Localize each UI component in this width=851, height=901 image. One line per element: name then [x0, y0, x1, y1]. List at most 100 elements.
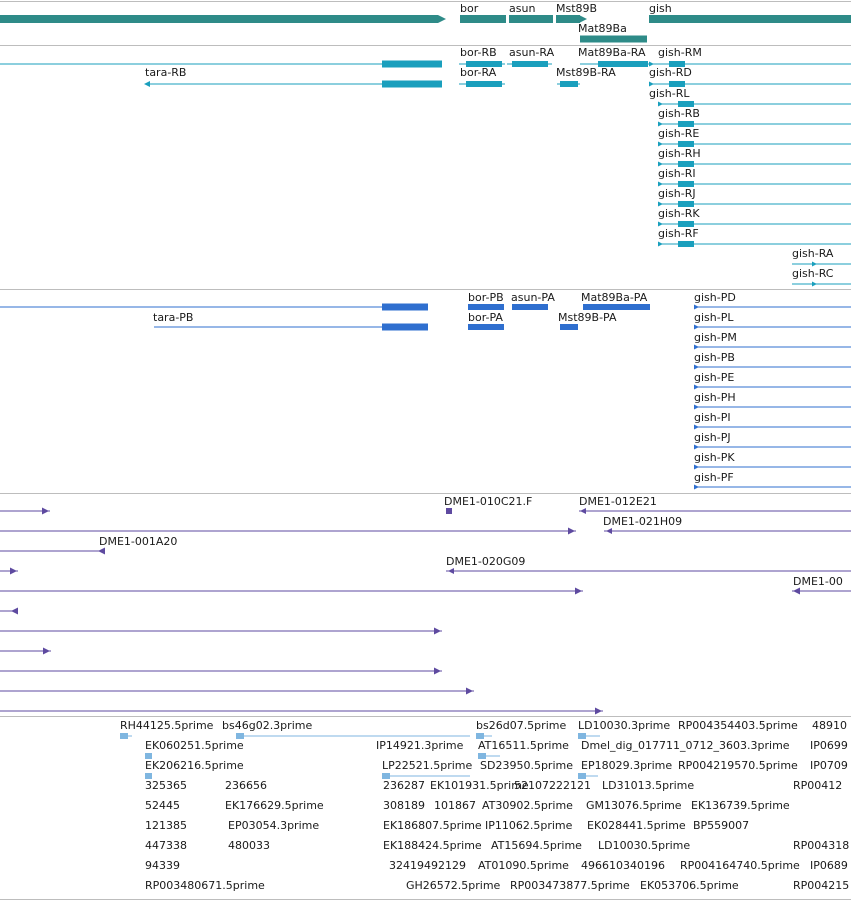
- label-tr-gish-rc[interactable]: gish-RC: [792, 267, 834, 280]
- gene-gish-bar[interactable]: [649, 15, 851, 23]
- label-tr-gish-rm[interactable]: gish-RM: [658, 46, 702, 59]
- tr-gish-rh-arrow[interactable]: [658, 161, 663, 167]
- tr-borra-exon[interactable]: [466, 81, 502, 87]
- label-pr-gish-pd[interactable]: gish-PD: [694, 291, 736, 304]
- label-est-ek053706[interactable]: EK053706.5prime: [640, 879, 739, 892]
- label-pr-gish-pe[interactable]: gish-PE: [694, 371, 735, 384]
- est-box-2[interactable]: [476, 733, 484, 739]
- tr-tara-exon1[interactable]: [382, 60, 442, 68]
- clone-arrow-0[interactable]: [42, 507, 49, 515]
- label-est-ep03054[interactable]: EP03054.3prime: [228, 819, 320, 832]
- est-box-3[interactable]: [578, 733, 586, 739]
- tr-gish-rk-exon[interactable]: [678, 221, 694, 227]
- label-est-rp003480671[interactable]: RP003480671.5prime: [145, 879, 265, 892]
- label-gene-gish[interactable]: gish: [649, 2, 672, 15]
- label-est-480033[interactable]: 480033: [228, 839, 270, 852]
- clone-arrow-7[interactable]: [43, 647, 50, 655]
- est-box-8[interactable]: [578, 773, 586, 779]
- label-est-bp559007[interactable]: BP559007: [693, 819, 750, 832]
- tr-gish-rd-arrow[interactable]: [649, 81, 654, 87]
- pr-gish-pb-arrow[interactable]: [694, 364, 699, 370]
- tr-gishra-arrow[interactable]: [812, 261, 817, 267]
- clone-arrow-4[interactable]: [575, 587, 582, 595]
- gene-mst89b-arrow[interactable]: [580, 15, 587, 23]
- tr-gish-rm-arrow[interactable]: [649, 61, 654, 67]
- clone-arrow-3[interactable]: [10, 567, 17, 575]
- tr-borrb-exon[interactable]: [466, 61, 502, 67]
- label-est-at15694[interactable]: AT15694.5prime: [491, 839, 582, 852]
- label-tr-asun-ra[interactable]: asun-RA: [509, 46, 555, 59]
- label-est-bs46g02[interactable]: bs46g02.3prime: [222, 719, 313, 732]
- pr-gish-pf-arrow[interactable]: [694, 484, 699, 490]
- tr-asunra-exon[interactable]: [512, 61, 548, 67]
- label-pr-mst89b-pa[interactable]: Mst89B-PA: [558, 311, 617, 324]
- tr-tarab-arrow[interactable]: [144, 81, 150, 87]
- label-est-rp00412[interactable]: RP00412: [793, 779, 843, 792]
- label-est-at16511[interactable]: AT16511.5prime: [478, 739, 569, 752]
- clone-00-arrow[interactable]: [793, 587, 800, 595]
- est-box-7[interactable]: [382, 773, 390, 779]
- pr-tara-exon[interactable]: [382, 303, 428, 311]
- gene-mat89ba-bar[interactable]: [580, 35, 647, 43]
- label-pr-gish-pk[interactable]: gish-PK: [694, 451, 735, 464]
- label-tr-bor-ra[interactable]: bor-RA: [460, 66, 497, 79]
- label-est-ld10030-5[interactable]: LD10030.5prime: [598, 839, 691, 852]
- gene-asun-bar[interactable]: [509, 15, 553, 23]
- label-est-ld31013[interactable]: LD31013.5prime: [602, 779, 695, 792]
- label-est-ep18029[interactable]: EP18029.3prime: [581, 759, 673, 772]
- label-est-308189[interactable]: 308189: [383, 799, 425, 812]
- label-est-121385[interactable]: 121385: [145, 819, 187, 832]
- label-pr-mat89ba-pa[interactable]: Mat89Ba-PA: [581, 291, 648, 304]
- est-box-6[interactable]: [145, 773, 152, 779]
- label-est-rh44125[interactable]: RH44125.5prime: [120, 719, 214, 732]
- label-pr-gish-ph[interactable]: gish-PH: [694, 391, 736, 404]
- label-est-sd23950[interactable]: SD23950.5prime: [480, 759, 573, 772]
- clone-arrow-5[interactable]: [11, 607, 18, 615]
- label-gene-bor[interactable]: bor: [460, 2, 479, 15]
- tr-mst89bra-exon[interactable]: [560, 81, 578, 87]
- label-est-gh26572[interactable]: GH26572.5prime: [406, 879, 501, 892]
- label-pr-bor-pa[interactable]: bor-PA: [468, 311, 503, 324]
- tr-gish-re-arrow[interactable]: [658, 141, 663, 147]
- tr-gishrc-arrow[interactable]: [812, 281, 817, 287]
- label-est-dmel-dig[interactable]: Dmel_dig_017711_0712_3603.3prime: [581, 739, 790, 752]
- label-est-325365[interactable]: 325365: [145, 779, 187, 792]
- label-pr-asun-pa[interactable]: asun-PA: [511, 291, 555, 304]
- gene-bor-bar[interactable]: [460, 15, 506, 23]
- clone-020g09-arrow[interactable]: [448, 568, 454, 574]
- label-pr-gish-pl[interactable]: gish-PL: [694, 311, 734, 324]
- label-est-rp004215[interactable]: RP004215: [793, 879, 850, 892]
- label-est-lp22521[interactable]: LP22521.5prime: [382, 759, 473, 772]
- label-cl-00[interactable]: DME1-00: [793, 575, 843, 588]
- clone-012e21-arrow[interactable]: [580, 508, 586, 514]
- label-est-ek206216[interactable]: EK206216.5prime: [145, 759, 244, 772]
- tr-tarab-exon[interactable]: [382, 80, 442, 88]
- est-box-0[interactable]: [120, 733, 128, 739]
- label-est-52107222121[interactable]: 52107222121: [514, 779, 591, 792]
- label-tr-gish-rb[interactable]: gish-RB: [658, 107, 700, 120]
- label-est-101867[interactable]: 101867: [434, 799, 476, 812]
- pr-mat89bapa-exon[interactable]: [583, 304, 650, 310]
- label-est-ek186807[interactable]: EK186807.5prime: [383, 819, 482, 832]
- pr-tarapb-exon[interactable]: [382, 323, 428, 331]
- tr-gish-rl-exon[interactable]: [678, 101, 694, 107]
- tr-gish-rk-arrow[interactable]: [658, 221, 663, 227]
- est-box-5[interactable]: [478, 753, 486, 759]
- label-pr-gish-pf[interactable]: gish-PF: [694, 471, 734, 484]
- tr-gish-rb-exon[interactable]: [678, 121, 694, 127]
- label-est-at30902[interactable]: AT30902.5prime: [482, 799, 573, 812]
- label-est-32419492129[interactable]: 32419492129: [389, 859, 466, 872]
- tr-gish-rj-arrow[interactable]: [658, 201, 663, 207]
- gene-tara-arrow[interactable]: [438, 15, 446, 23]
- label-tr-gish-ri[interactable]: gish-RI: [658, 167, 696, 180]
- label-tr-gish-rf[interactable]: gish-RF: [658, 227, 699, 240]
- pr-borpb-exon[interactable]: [468, 304, 504, 310]
- tr-gish-re-exon[interactable]: [678, 141, 694, 147]
- pr-gish-pj-arrow[interactable]: [694, 444, 699, 450]
- clone-021h09-arrow[interactable]: [606, 528, 612, 534]
- clone-arrow-2[interactable]: [98, 547, 105, 555]
- pr-gish-pi-arrow[interactable]: [694, 424, 699, 430]
- pr-mst89bpa-exon[interactable]: [560, 324, 578, 330]
- label-tr-gish-rd[interactable]: gish-RD: [649, 66, 692, 79]
- pr-gish-ph-arrow[interactable]: [694, 404, 699, 410]
